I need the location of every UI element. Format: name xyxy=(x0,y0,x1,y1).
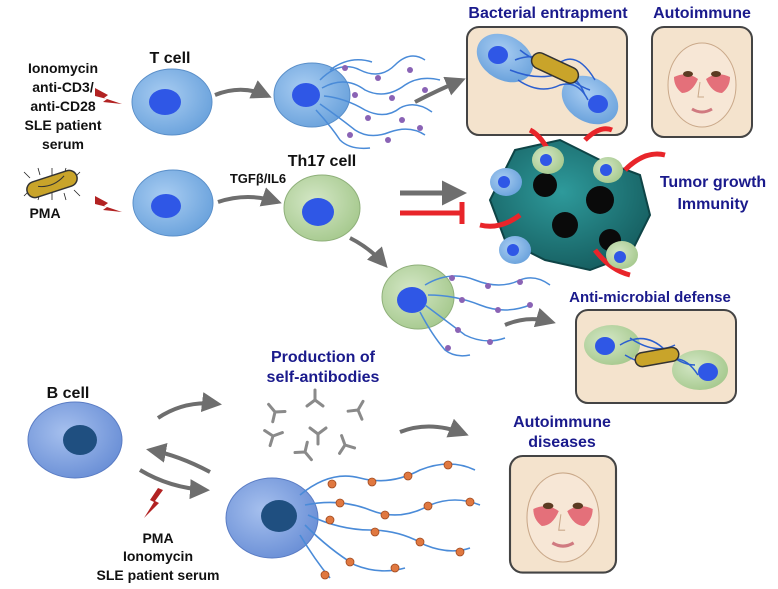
b-stimulus-line: PMA xyxy=(142,530,173,546)
autoimmune-bottom-label: Autoimmune xyxy=(513,414,611,431)
arrow-icon xyxy=(156,392,222,420)
t-stimulus-line: serum xyxy=(42,136,84,152)
t-cell xyxy=(132,169,214,237)
antibody-icon xyxy=(305,388,325,408)
autoimmune-top-label: Autoimmune xyxy=(653,5,751,22)
antimicrobial-label: Anti-microbial defense xyxy=(569,289,731,306)
b-cell xyxy=(27,401,123,479)
t-stimulus-line: anti-CD3/ xyxy=(32,79,94,95)
arrow-icon xyxy=(349,236,388,268)
self-antibodies-label: Production of xyxy=(271,349,376,366)
antibody-icon xyxy=(293,440,320,467)
t-stimulus-line: SLE patient xyxy=(24,117,101,133)
lightning-icon xyxy=(144,488,163,518)
antibody-icon xyxy=(346,395,372,421)
nucleus-icon xyxy=(302,198,334,226)
t-cell xyxy=(131,68,213,136)
antibody-icon xyxy=(332,431,357,455)
bacterial-entrapment-panel xyxy=(466,26,628,136)
arrow-icon xyxy=(146,442,211,474)
pma-label: PMA xyxy=(29,205,60,221)
autoimmune-bottom-label: diseases xyxy=(528,434,596,451)
bacterium-icon xyxy=(634,346,680,368)
b-cell-label: B cell xyxy=(47,385,90,402)
net-icon xyxy=(315,55,441,150)
antimicrobial-panel xyxy=(575,309,737,404)
arrow-icon xyxy=(399,418,469,438)
b-stimulus-line: SLE patient serum xyxy=(97,567,220,583)
lightning-icon xyxy=(95,88,122,104)
t-stimuli-list: Ionomycin anti-CD3/ anti-CD28 SLE patien… xyxy=(24,60,101,152)
antibody-icon xyxy=(308,426,328,446)
tumor-icon xyxy=(479,126,666,278)
arrow-icon xyxy=(138,468,210,500)
bacterium-icon xyxy=(23,167,81,201)
antibody-icon xyxy=(263,423,287,448)
arrow-icon xyxy=(504,307,556,328)
nucleus-icon xyxy=(149,89,181,115)
nucleus-icon xyxy=(63,425,97,455)
b-stimulus-line: Ionomycin xyxy=(123,548,193,564)
arrow-icon xyxy=(414,76,466,104)
t-cell-net xyxy=(273,55,441,150)
tumor-growth-label: Tumor growth xyxy=(660,174,766,191)
self-antibodies-label: self-antibodies xyxy=(267,369,380,386)
bacterial-entrapment-label: Bacterial entrapment xyxy=(468,5,628,22)
tgf-label: TGFβ/IL6 xyxy=(230,171,286,186)
antibody-cluster xyxy=(260,388,372,467)
t-cell-label: T cell xyxy=(150,50,191,67)
antibody-icon xyxy=(260,397,287,424)
bacterium-icon xyxy=(530,52,580,84)
th17-cell-label: Th17 cell xyxy=(288,153,356,170)
face-icon xyxy=(650,25,754,139)
b-cell-net xyxy=(225,460,481,580)
arrow-icon xyxy=(214,80,272,99)
th17-cell xyxy=(283,174,361,242)
t-stimulus-line: anti-CD28 xyxy=(30,98,96,114)
inhibit-icon xyxy=(400,202,465,224)
immunity-label: Immunity xyxy=(677,196,748,213)
face-icon xyxy=(508,454,618,575)
b-stimuli-list: PMA Ionomycin SLE patient serum xyxy=(97,530,220,583)
arrow-icon xyxy=(217,187,282,207)
t-stimulus-line: Ionomycin xyxy=(28,60,98,76)
nucleus-icon xyxy=(151,194,181,218)
th17-cell-net xyxy=(381,264,551,357)
lightning-icon xyxy=(95,196,122,212)
